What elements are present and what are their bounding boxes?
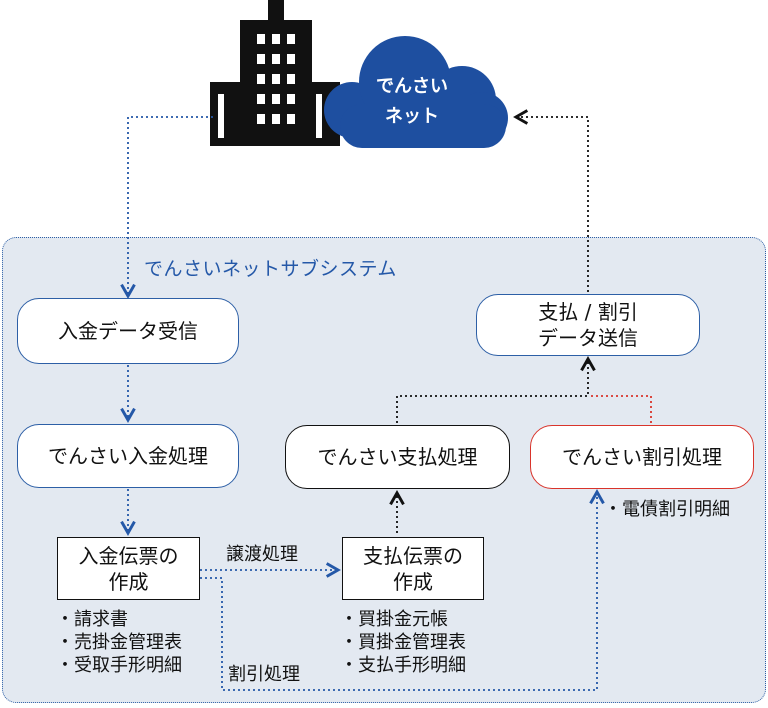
list-item: ・受取手形明細 [56,655,182,676]
densai-nyukin-node: でんさい入金処理 [17,424,239,488]
shiharai-slip-node: 支払伝票の 作成 [342,537,484,600]
receive-data-node: 入金データ受信 [17,298,239,364]
cloud-label-line2: ネット [385,106,439,127]
list-item: ・請求書 [56,609,128,630]
middle-doc-list: ・買掛金元帳 ・買掛金管理表 ・支払手形明細 [340,608,466,677]
densai-nyukin-label: でんさい入金処理 [48,444,208,468]
densai-shiharai-node: でんさい支払処理 [285,425,510,489]
densai-waribiki-node: でんさい割引処理 [530,425,754,489]
waribiki-proc-label: 割引処理 [228,664,300,685]
send-data-line1: 支払 / 割引 [538,300,638,324]
shiharai-slip-line2: 作成 [393,569,433,594]
nyukin-slip-node: 入金伝票の 作成 [57,537,200,600]
list-item: ・売掛金管理表 [56,632,182,653]
building-icon [210,0,340,146]
densai-waribiki-label: でんさい割引処理 [562,445,722,469]
cloud-label: でんさい ネット [352,72,472,132]
joto-label: 譲渡処理 [226,544,298,565]
receive-data-label: 入金データ受信 [58,319,198,343]
nyukin-slip-line1: 入金伝票の [78,543,179,568]
send-data-node: 支払 / 割引 データ送信 [476,294,700,356]
list-item: ・買掛金管理表 [340,632,466,653]
nyukin-slip-line2: 作成 [108,569,149,594]
send-data-line2: データ送信 [538,326,638,350]
cloud-icon [324,36,508,148]
panel-title: でんさいネットサブシステム [144,258,397,280]
list-item: ・買掛金元帳 [340,609,448,630]
right-doc-list: ・電債割引明細 [604,498,730,521]
densai-shiharai-label: でんさい支払処理 [317,445,478,469]
list-item: ・電債割引明細 [604,499,730,520]
left-doc-list: ・請求書 ・売掛金管理表 ・受取手形明細 [56,608,182,677]
list-item: ・支払手形明細 [340,655,466,676]
cloud-label-line1: でんさい [376,76,448,97]
shiharai-slip-line1: 支払伝票の [363,543,463,568]
